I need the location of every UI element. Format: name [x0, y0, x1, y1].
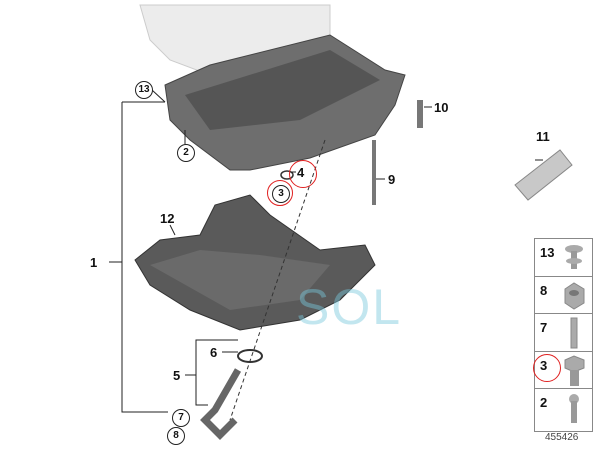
callout-5: 5 [173, 368, 181, 383]
part-number: 13 [540, 245, 555, 260]
highlight-circle-3 [267, 180, 293, 206]
small-parts-table: 13 8 7 3 2 [533, 238, 593, 432]
sealant-tube [514, 149, 573, 201]
nut-icon [564, 282, 585, 310]
table-row: 2 [535, 389, 592, 427]
callout-1: 1 [90, 255, 98, 270]
diagram-reference-number: 455426 [545, 432, 579, 443]
callout-12: 12 [160, 211, 175, 226]
callout-8: 8 [167, 427, 185, 445]
hex-bolt-icon [564, 355, 585, 386]
table-row: 13 [535, 239, 592, 277]
callout-13: 13 [135, 81, 153, 99]
table-row: 7 [535, 314, 592, 352]
part-number: 7 [540, 320, 548, 336]
part-number: 2 [540, 395, 548, 411]
callout-2: 2 [177, 144, 195, 162]
stud-icon [570, 317, 578, 349]
watermark-text: SOL [296, 279, 403, 335]
callout-11: 11 [536, 129, 550, 144]
clip-icon [565, 245, 583, 269]
callout-10: 10 [434, 100, 449, 115]
callout-7: 7 [172, 409, 190, 427]
highlight-circle-table-3 [533, 353, 561, 382]
screw-icon [569, 394, 579, 424]
table-row: 3 [533, 352, 592, 390]
highlight-circle-4 [289, 160, 317, 188]
table-row: 8 [535, 277, 592, 315]
part-number: 8 [540, 282, 548, 298]
callout-9: 9 [388, 172, 396, 187]
callout-6: 6 [210, 345, 218, 360]
